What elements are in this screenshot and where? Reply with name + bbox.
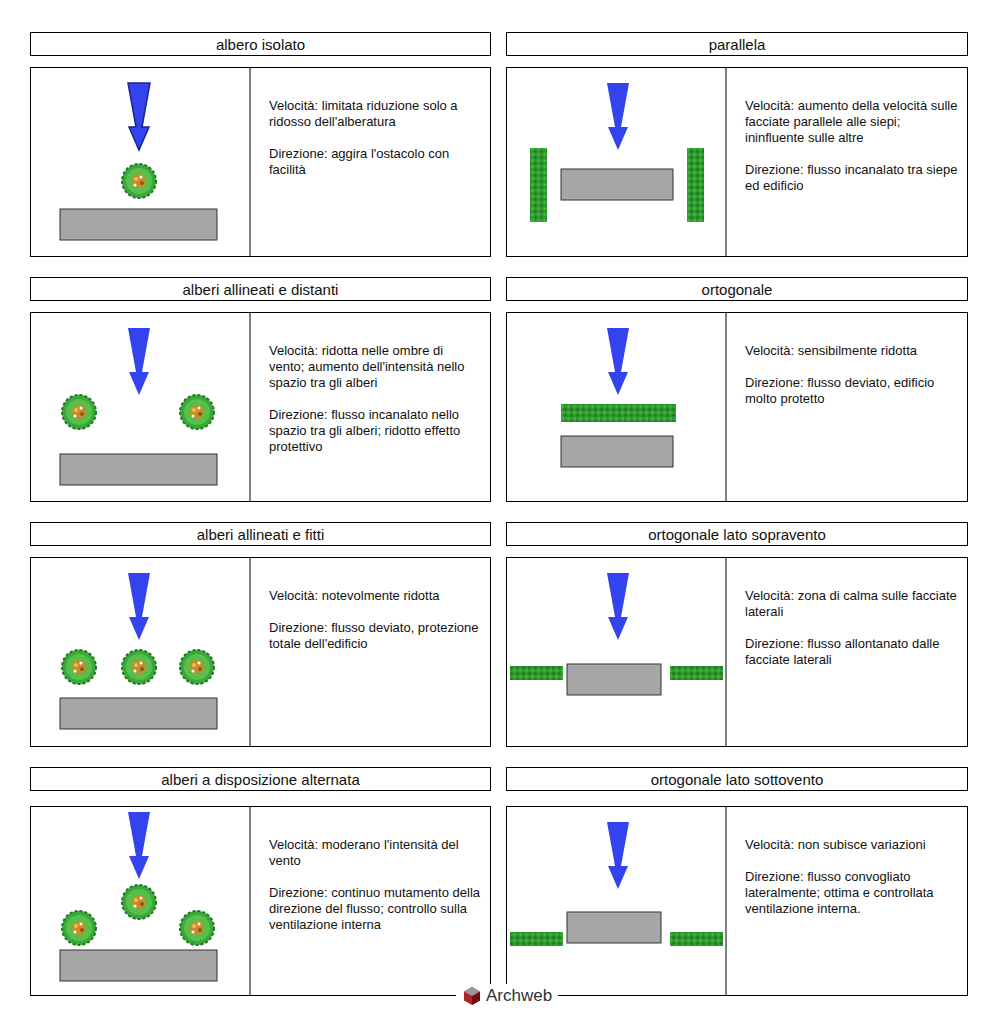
speed-text: Velocità: limitata riduzione solo a rido… xyxy=(269,98,482,130)
info-panel: Velocità: notevolmente ridottaDirezione:… xyxy=(30,557,491,747)
panel-title: ortogonale lato sottovento xyxy=(506,767,968,791)
title-text: alberi allineati e distanti xyxy=(183,281,339,298)
direction-text: Direzione: flusso incanalato nello spazi… xyxy=(269,407,482,455)
watermark: Archweb xyxy=(456,984,558,1008)
title-text: ortogonale lato sottovento xyxy=(651,771,824,788)
direction-text: Direzione: flusso convogliato lateralmen… xyxy=(745,869,959,917)
speed-text: Velocità: ridotta nelle ombre di vento; … xyxy=(269,343,482,391)
direction-text: Direzione: flusso deviato, edificio molt… xyxy=(745,375,959,407)
description-text: Velocità: notevolmente ridottaDirezione:… xyxy=(269,588,482,668)
description-text: Velocità: sensibilmente ridottaDirezione… xyxy=(745,343,959,423)
title-text: alberi a disposizione alternata xyxy=(161,771,359,788)
title-text: ortogonale xyxy=(702,281,773,298)
direction-text: Direzione: flusso incanalato tra siepe e… xyxy=(745,162,959,194)
info-panel: Velocità: limitata riduzione solo a rido… xyxy=(30,67,491,257)
info-panel: Velocità: ridotta nelle ombre di vento; … xyxy=(30,312,491,502)
speed-text: Velocità: zona di calma sulle facciate l… xyxy=(745,588,959,620)
speed-text: Velocità: notevolmente ridotta xyxy=(269,588,482,604)
description-text: Velocità: zona di calma sulle facciate l… xyxy=(745,588,959,684)
speed-text: Velocità: sensibilmente ridotta xyxy=(745,343,959,359)
panel-title: alberi allineati e fitti xyxy=(30,522,491,546)
watermark-text: Archweb xyxy=(486,986,552,1006)
panel-title: alberi allineati e distanti xyxy=(30,277,491,301)
panel-title: alberi a disposizione alternata xyxy=(30,767,491,791)
info-panel: Velocità: zona di calma sulle facciate l… xyxy=(506,557,968,747)
title-text: albero isolato xyxy=(216,36,305,53)
title-text: ortogonale lato sopravento xyxy=(648,526,826,543)
panel-title: parallela xyxy=(506,32,968,56)
info-panel: Velocità: moderano l'intensità del vento… xyxy=(30,806,491,996)
description-text: Velocità: limitata riduzione solo a rido… xyxy=(269,98,482,194)
speed-text: Velocità: non subisce variazioni xyxy=(745,837,959,853)
speed-text: Velocità: moderano l'intensità del vento xyxy=(269,837,482,869)
info-panel: Velocità: non subisce variazioniDirezion… xyxy=(506,806,968,996)
description-text: Velocità: non subisce variazioniDirezion… xyxy=(745,837,959,933)
info-panel: Velocità: sensibilmente ridottaDirezione… xyxy=(506,312,968,502)
speed-text: Velocità: aumento della velocità sulle f… xyxy=(745,98,959,146)
description-text: Velocità: aumento della velocità sulle f… xyxy=(745,98,959,210)
description-text: Velocità: ridotta nelle ombre di vento; … xyxy=(269,343,482,471)
direction-text: Direzione: continuo mutamento della dire… xyxy=(269,885,482,933)
direction-text: Direzione: aggira l'ostacolo con facilit… xyxy=(269,146,482,178)
title-text: parallela xyxy=(709,36,766,53)
title-text: alberi allineati e fitti xyxy=(197,526,325,543)
info-panel: Velocità: aumento della velocità sulle f… xyxy=(506,67,968,257)
direction-text: Direzione: flusso deviato, protezione to… xyxy=(269,620,482,652)
direction-text: Direzione: flusso allontanato dalle facc… xyxy=(745,636,959,668)
panel-title: albero isolato xyxy=(30,32,491,56)
panel-title: ortogonale xyxy=(506,277,968,301)
panel-title: ortogonale lato sopravento xyxy=(506,522,968,546)
description-text: Velocità: moderano l'intensità del vento… xyxy=(269,837,482,949)
logo-icon xyxy=(462,986,482,1006)
